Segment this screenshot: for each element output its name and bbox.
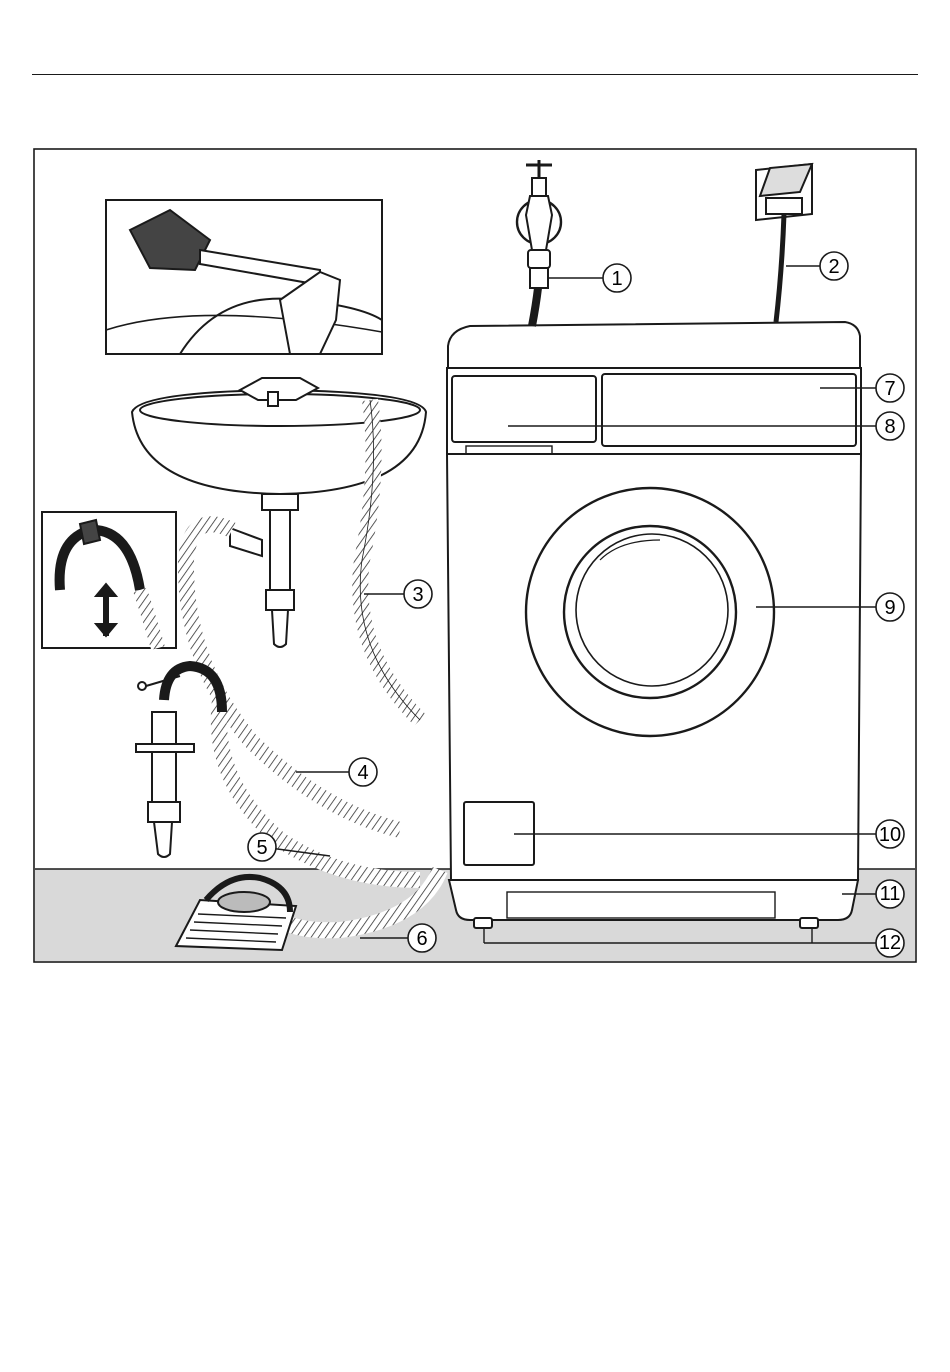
callout-3: 3 [404, 580, 432, 608]
callout-11-label: 11 [880, 883, 901, 905]
callout-9: 9 [876, 593, 904, 621]
callout-10: 10 [876, 820, 904, 848]
foot-left [474, 918, 492, 928]
callout-12: 12 [876, 929, 904, 957]
callout-5-label: 5 [256, 837, 267, 859]
inset-sink-hook-detail [106, 200, 382, 354]
callout-8: 8 [876, 412, 904, 440]
callout-2: 2 [820, 252, 848, 280]
callout-6-label: 6 [416, 928, 427, 950]
callout-11: 11 [876, 880, 904, 908]
callout-12-label: 12 [879, 932, 901, 954]
callout-10-label: 10 [879, 824, 901, 846]
callout-2-label: 2 [828, 256, 839, 278]
callout-7-label: 7 [884, 378, 895, 400]
inset-adjustable-hook [42, 512, 176, 648]
callout-5: 5 [248, 833, 276, 861]
callout-1: 1 [603, 264, 631, 292]
door-glass [576, 534, 728, 686]
detergent-drawer [452, 376, 596, 442]
callout-4: 4 [349, 758, 377, 786]
callout-4-label: 4 [357, 762, 368, 784]
machine-top [448, 322, 860, 370]
control-panel-display [602, 374, 856, 446]
callout-6: 6 [408, 924, 436, 952]
washing-machine [447, 322, 861, 928]
callout-3-label: 3 [412, 584, 423, 606]
callout-7: 7 [876, 374, 904, 402]
callout-8-label: 8 [884, 416, 895, 438]
power-socket [756, 164, 812, 220]
foot-right [800, 918, 818, 928]
callout-1-label: 1 [611, 268, 622, 290]
callout-9-label: 9 [884, 597, 895, 619]
